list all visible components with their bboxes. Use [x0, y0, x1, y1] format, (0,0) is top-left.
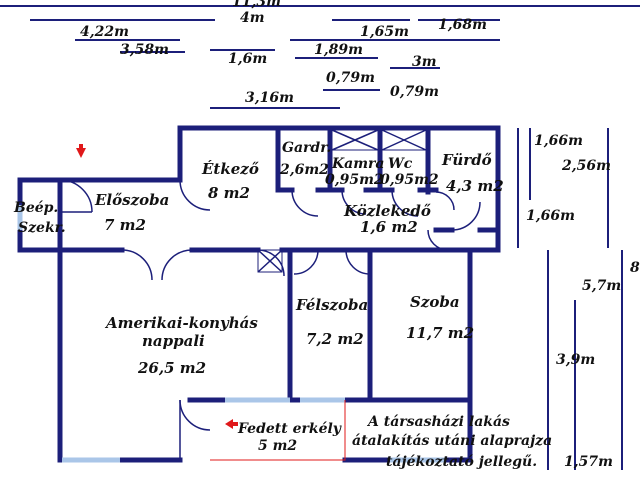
kamra-name: Kamra [331, 156, 385, 172]
kozlekedo-area: 1,6 m2 [360, 218, 418, 236]
dim-3-16m: 3,16m [245, 90, 294, 106]
entrance-arrow-icon [76, 148, 86, 158]
walls [17, 125, 501, 463]
note-line-3: tájékoztató jellegű. [386, 454, 537, 470]
furdo-area: 4,3 m2 [446, 177, 504, 195]
dim-right-8: 8 [630, 260, 640, 276]
red-arrow-icons [76, 144, 238, 429]
nappali-name-1: Amerikai-konyhás [104, 314, 258, 332]
balcony-outline [210, 400, 346, 461]
dim-right-1-66m-b: 1,66m [526, 208, 575, 224]
windows [17, 205, 445, 463]
dim-total-width: 11,3m [232, 0, 281, 10]
erkely-area: 5 m2 [258, 438, 297, 454]
dim-right-3-9m: 3,9m [556, 352, 595, 368]
door-arcs [59, 179, 481, 460]
eloszoba-name: Előszoba [94, 191, 169, 209]
erkely-name: Fedett erkély [237, 421, 342, 437]
wc-area: 0,95m2 [380, 172, 439, 188]
kamra-area: 0,95m2 [325, 172, 384, 188]
dim-0-79m-b: 0,79m [390, 84, 439, 100]
dimension-lines-top [0, 5, 640, 109]
dim-right-1-57m: 1,57m [564, 454, 613, 470]
wc-name: Wc [388, 156, 413, 172]
felszoba-area: 7,2 m2 [306, 330, 364, 348]
furdo-name: Fürdő [441, 151, 492, 169]
felszoba-name: Félszoba [295, 296, 368, 314]
dimension-lines-right [517, 128, 623, 470]
gardr-name: Gardr. [282, 140, 331, 156]
dim-right-5-7m: 5,7m [582, 278, 621, 294]
balcony-arrow-icon [225, 419, 233, 429]
dim-1-68m: 1,68m [438, 17, 487, 33]
nappali-area: 26,5 m2 [137, 359, 206, 377]
etkezo-name: Étkező [201, 160, 259, 178]
dim-1-89m: 1,89m [314, 42, 363, 58]
dim-right-2-56m: 2,56m [561, 158, 611, 174]
dim-3-58m: 3,58m [120, 42, 169, 58]
dim-4m: 4m [240, 10, 265, 26]
dim-right-1-66m-a: 1,66m [534, 133, 583, 149]
nappali-name-2: nappali [142, 332, 205, 350]
dim-1-6m: 1,6m [228, 51, 267, 67]
kozlekedo-name: Közlekedő [343, 202, 431, 220]
eloszoba-area: 7 m2 [104, 216, 146, 234]
szoba-name: Szoba [410, 293, 460, 311]
szoba-area: 11,7 m2 [406, 324, 474, 342]
note-line-2: átalakítás utáni alaprajza [352, 433, 552, 449]
dim-3m: 3m [412, 54, 437, 70]
dim-4-22m: 4,22m [80, 24, 129, 40]
note-line-1: A társasházi lakás [366, 414, 510, 430]
etkezo-area: 8 m2 [208, 184, 250, 202]
dim-1-65m: 1,65m [360, 24, 409, 40]
beep-label-2: Szekr. [18, 220, 66, 236]
beep-label-1: Beép. [13, 200, 58, 216]
gardr-area: 2,6m2 [279, 162, 329, 178]
kamra-wc-cross-marks [257, 129, 427, 273]
dim-0-79m-a: 0,79m [326, 70, 375, 86]
